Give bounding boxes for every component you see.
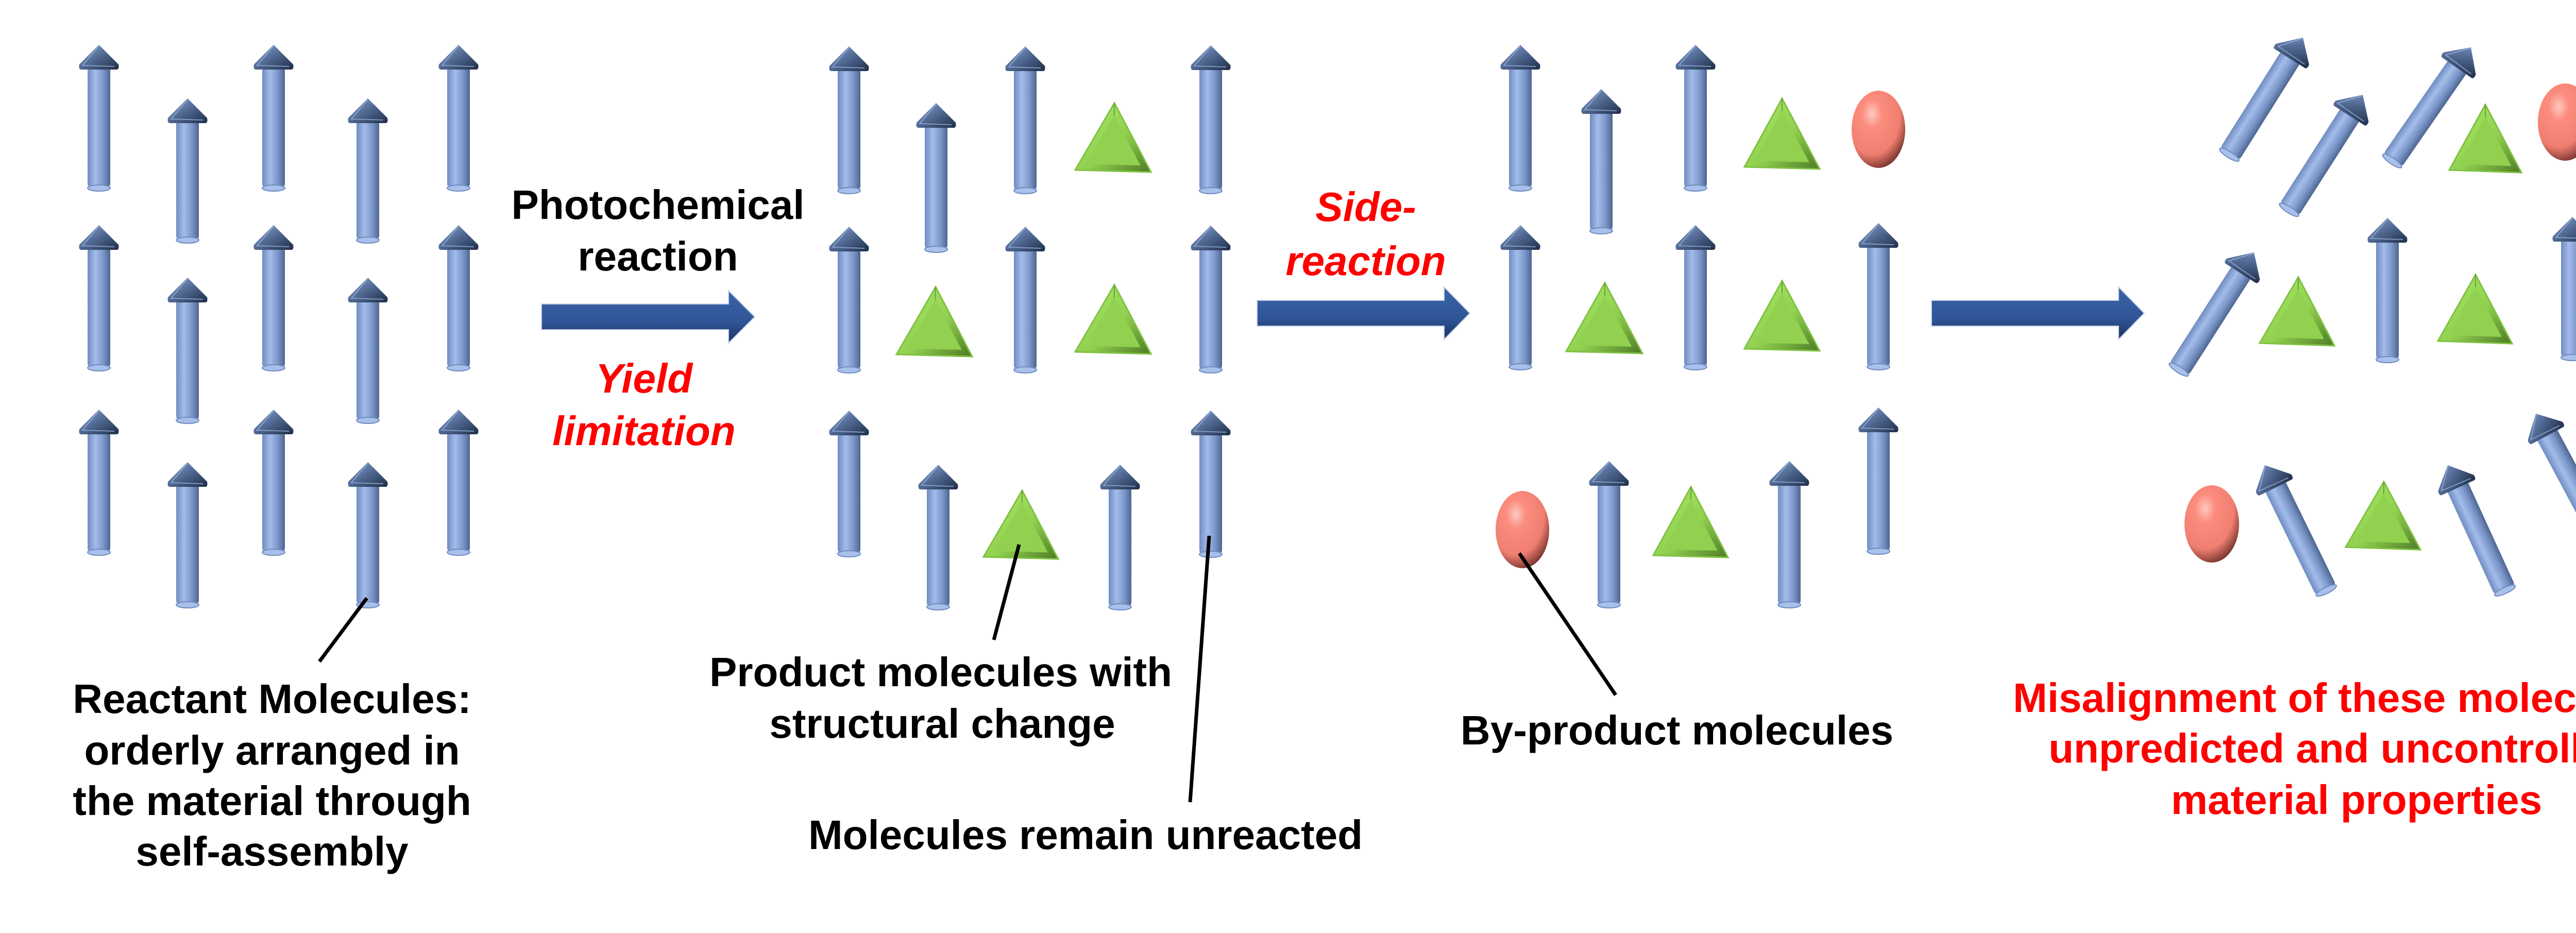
reactant-molecule-arrow-icon bbox=[1858, 408, 1899, 555]
reactant-molecule-arrow-icon bbox=[2279, 95, 2369, 217]
reactant-molecule-arrow-icon bbox=[167, 98, 208, 244]
product-triangle-icon bbox=[2344, 480, 2422, 551]
reactant-molecule-arrow-icon bbox=[79, 410, 119, 556]
reactant-molecule-arrow-icon bbox=[1769, 461, 1809, 608]
product-label-line-1: Product molecules with bbox=[709, 649, 1172, 695]
reactant-molecule-arrow-icon bbox=[79, 225, 119, 371]
reactant-molecule-arrow-icon bbox=[2528, 414, 2576, 538]
reactant-molecule-arrow-icon bbox=[1191, 411, 1231, 558]
reactant-molecule-arrow-icon bbox=[2367, 218, 2408, 363]
photochemical-reaction-arrow-icon bbox=[541, 289, 756, 345]
reactant-molecule-arrow-icon bbox=[1581, 89, 1621, 234]
reactant-label-line-3: the material through bbox=[73, 778, 471, 824]
reactant-molecule-arrow-icon bbox=[438, 410, 479, 556]
product-triangle-icon bbox=[2448, 103, 2523, 174]
misalignment-label-line-2: unpredicted and uncontrollable bbox=[2048, 725, 2576, 771]
product-triangle-icon bbox=[1074, 101, 1153, 173]
reactant-molecule-arrow-icon bbox=[2219, 38, 2309, 162]
reactant-molecule-arrow-icon bbox=[2168, 252, 2260, 377]
reactant-label-line-4: self-assembly bbox=[135, 828, 409, 874]
byproduct-sphere-icon bbox=[2538, 83, 2576, 161]
reactant-molecule-arrow-icon bbox=[167, 462, 208, 608]
reactant-molecule-arrow-icon bbox=[2552, 217, 2576, 361]
reactant-molecule-arrow-icon bbox=[253, 45, 294, 192]
product-triangle-icon bbox=[1074, 283, 1153, 355]
reactant-molecule-arrow-icon bbox=[1675, 45, 1716, 192]
misaligned-panel bbox=[2168, 38, 2576, 597]
byproduct-leader-line bbox=[1518, 552, 1617, 696]
product-triangle-icon bbox=[982, 488, 1060, 560]
misalignment-label-line-1: Misalignment of these molecules： bbox=[2013, 675, 2576, 721]
misalignment-arrow-icon bbox=[1931, 285, 2145, 341]
byproduct-sphere-icon bbox=[1496, 491, 1549, 568]
reactant-molecule-arrow-icon bbox=[2438, 465, 2516, 597]
product-triangle-icon bbox=[895, 285, 974, 358]
reactant-molecule-arrow-icon bbox=[79, 45, 119, 192]
reactant-molecule-arrow-icon bbox=[2256, 465, 2337, 597]
byproduct-sphere-icon bbox=[1852, 91, 1905, 168]
reactant-leader-line bbox=[318, 597, 368, 663]
product-triangle-icon bbox=[1565, 281, 1644, 354]
byproduct-sphere-icon bbox=[2184, 485, 2239, 563]
transition-1-label-line-2: reaction bbox=[578, 233, 738, 279]
reactant-molecule-arrow-icon bbox=[438, 45, 479, 192]
reactant-molecule-arrow-icon bbox=[1675, 225, 1716, 370]
reactant-molecule-arrow-icon bbox=[1191, 226, 1231, 374]
product-triangle-icon bbox=[2436, 273, 2514, 345]
reactant-molecule-arrow-icon bbox=[167, 278, 208, 424]
reactant-label-line-2: orderly arranged in bbox=[84, 727, 460, 773]
reactant-molecule-arrow-icon bbox=[253, 225, 294, 371]
misalignment-label-line-3: material properties bbox=[2171, 777, 2542, 823]
reactant-molecule-arrow-icon bbox=[348, 98, 388, 244]
reactant-molecule-arrow-icon bbox=[918, 465, 958, 610]
reactant-molecule-arrow-icon bbox=[438, 225, 479, 371]
product-triangle-icon bbox=[2258, 275, 2336, 347]
reactant-molecule-arrow-icon bbox=[829, 46, 869, 194]
yield-limitation-line-2: limitation bbox=[552, 408, 736, 454]
transition-1-label-line-1: Photochemical bbox=[511, 182, 804, 228]
reactant-molecule-arrow-icon bbox=[916, 103, 956, 253]
reactant-molecule-arrow-icon bbox=[253, 410, 294, 556]
unreacted-label: Molecules remain unreacted bbox=[808, 812, 1363, 858]
unreacted-leader-line bbox=[1188, 535, 1211, 803]
reactant-molecule-arrow-icon bbox=[1500, 45, 1540, 192]
reactant-molecule-arrow-icon bbox=[829, 411, 869, 557]
reactant-molecule-arrow-icon bbox=[1589, 461, 1629, 608]
reactant-molecule-arrow-icon bbox=[1100, 465, 1140, 610]
reactant-molecule-arrow-icon bbox=[1500, 225, 1540, 370]
byproduct-panel bbox=[1496, 45, 1905, 608]
reactant-panel bbox=[79, 45, 479, 608]
reactant-molecule-arrow-icon bbox=[1005, 46, 1045, 194]
byproduct-label: By-product molecules bbox=[1461, 707, 1893, 753]
yield-limitation-line-1: Yield bbox=[596, 355, 693, 401]
reactant-molecule-arrow-icon bbox=[348, 462, 388, 608]
reactant-molecule-arrow-icon bbox=[829, 227, 869, 374]
reactant-molecule-arrow-icon bbox=[348, 278, 388, 424]
product-panel bbox=[829, 45, 1231, 610]
product-label-line-2: structural change bbox=[769, 701, 1115, 747]
product-triangle-icon bbox=[1743, 96, 1821, 170]
product-triangle-icon bbox=[1743, 279, 1821, 352]
reactant-molecule-arrow-icon bbox=[1005, 227, 1045, 374]
reactant-molecule-arrow-icon bbox=[1858, 223, 1899, 370]
side-reaction-arrow-icon bbox=[1257, 285, 1471, 341]
side-reaction-line-1: Side- bbox=[1315, 184, 1416, 230]
side-reaction-line-2: reaction bbox=[1285, 238, 1446, 284]
product-triangle-icon bbox=[1652, 485, 1730, 558]
product-leader-line bbox=[992, 544, 1021, 640]
reactant-molecule-arrow-icon bbox=[1191, 45, 1231, 194]
reactant-label-line-1: Reactant Molecules: bbox=[73, 676, 471, 722]
process-arrows bbox=[541, 285, 2145, 345]
reactant-molecule-arrow-icon bbox=[2382, 47, 2476, 168]
